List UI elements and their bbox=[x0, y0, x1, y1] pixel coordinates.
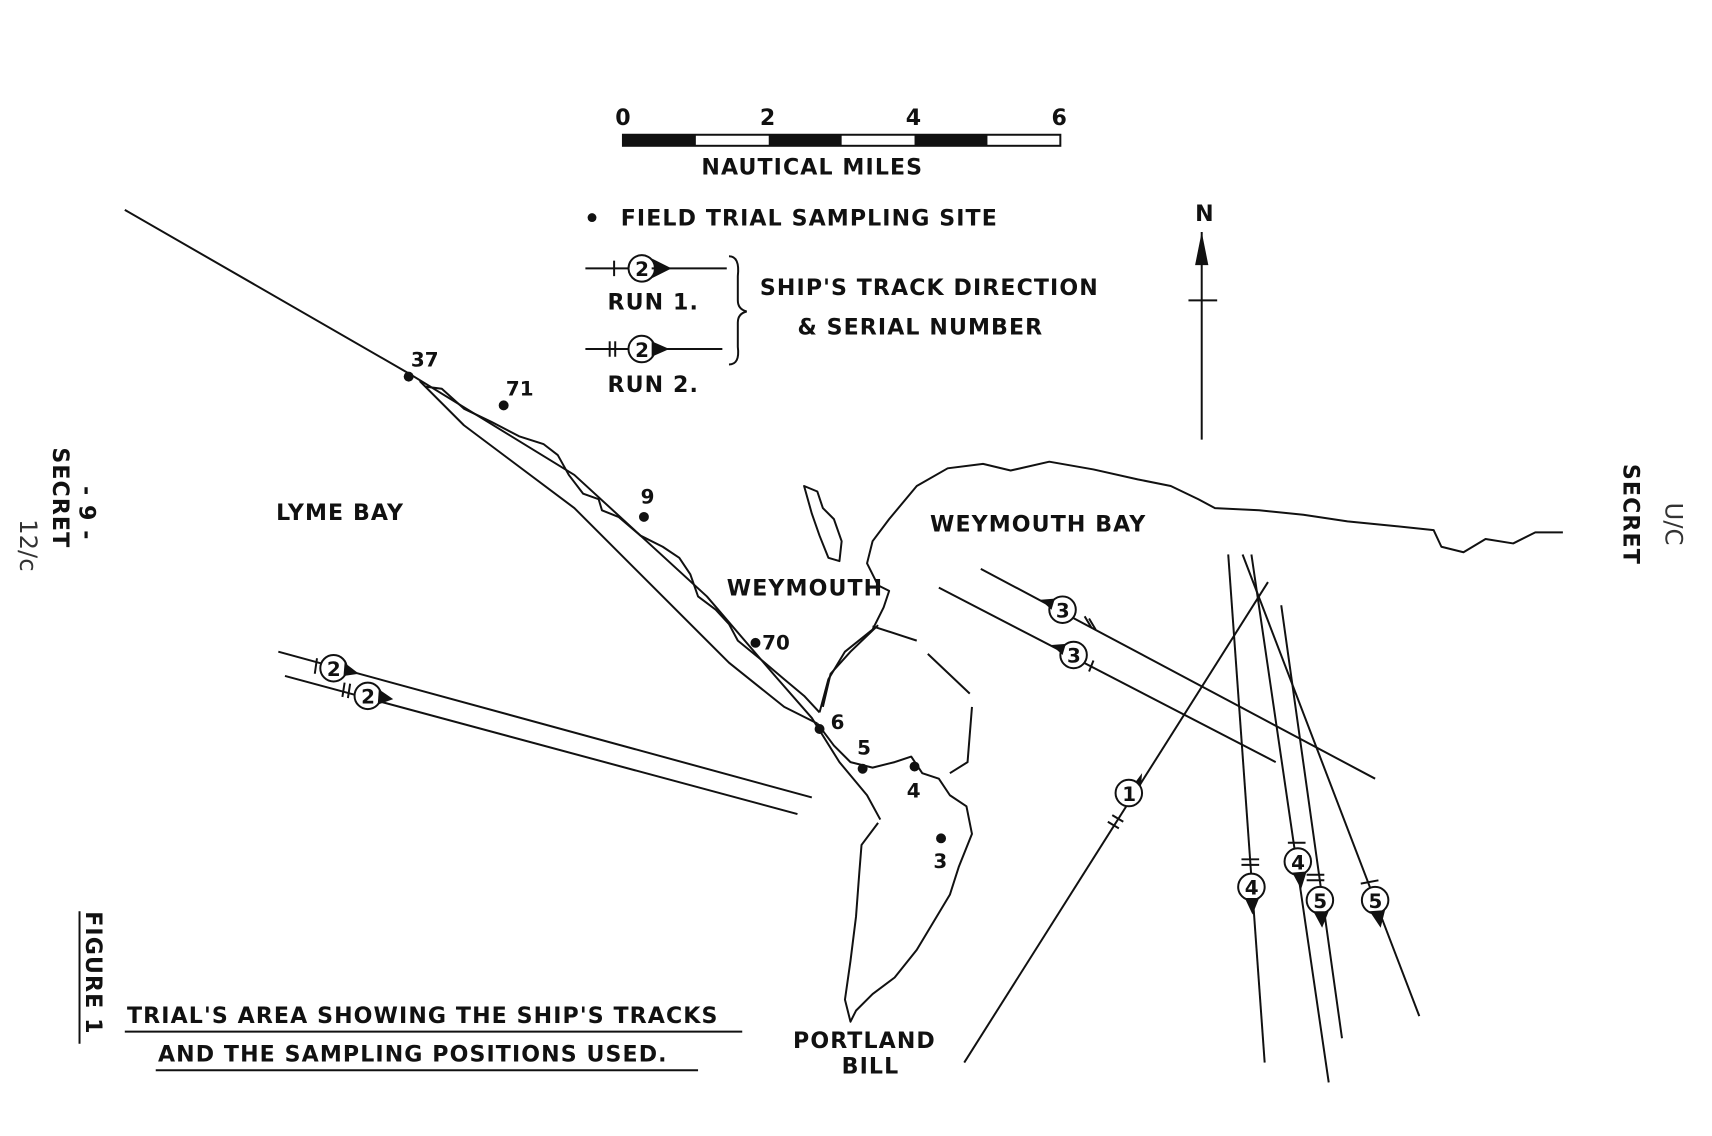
site-dot bbox=[498, 400, 509, 411]
track-markers: 1 2 2 3 3 4 4 5 5 bbox=[313, 595, 1390, 928]
site-dot bbox=[638, 511, 649, 522]
place-weymouth: WEYMOUTH bbox=[727, 575, 883, 601]
north-label: N bbox=[1195, 201, 1215, 227]
scale-tick-0: 0 bbox=[615, 105, 631, 131]
coastline bbox=[124, 208, 1563, 1023]
scale-tick-4: 4 bbox=[906, 105, 922, 131]
svg-text:4: 4 bbox=[1245, 877, 1259, 900]
legend-site-label: FIELD TRIAL SAMPLING SITE bbox=[621, 205, 998, 231]
site-dot bbox=[403, 371, 414, 382]
track-marker-run1: 5 bbox=[1360, 879, 1390, 928]
site-dot bbox=[936, 833, 947, 844]
page-number: - 9 - bbox=[74, 486, 100, 541]
svg-text:3: 3 bbox=[1067, 645, 1081, 668]
site-dot bbox=[857, 763, 868, 774]
handwritten-note-left: 12/c bbox=[14, 519, 43, 571]
site-label: 5 bbox=[857, 736, 871, 759]
site-dot bbox=[909, 761, 920, 772]
svg-text:5: 5 bbox=[1368, 890, 1382, 913]
svg-text:2: 2 bbox=[327, 658, 341, 681]
place-bill: BILL bbox=[842, 1054, 900, 1080]
svg-text:3: 3 bbox=[1056, 599, 1070, 622]
sampling-sites: 37 71 9 70 6 5 4 3 bbox=[403, 349, 947, 873]
figure-label: FIGURE 1 bbox=[80, 911, 106, 1034]
secret-marking-right: SECRET bbox=[1618, 464, 1644, 565]
legend: FIELD TRIAL SAMPLING SITE 2 RUN 1. 2 RUN… bbox=[585, 205, 1098, 398]
track-marker-run2: 4 bbox=[1237, 858, 1266, 915]
svg-text:2: 2 bbox=[361, 686, 375, 709]
site-label: 4 bbox=[907, 779, 921, 802]
caption-line-2: AND THE SAMPLING POSITIONS USED. bbox=[158, 1041, 668, 1067]
track-marker-run1: 2 bbox=[313, 653, 359, 683]
scale-bar: 0 2 4 6 NAUTICAL MILES bbox=[615, 105, 1067, 181]
site-dot-icon bbox=[587, 213, 597, 223]
scale-unit-label: NAUTICAL MILES bbox=[701, 155, 923, 181]
svg-text:5: 5 bbox=[1313, 890, 1327, 913]
legend-run2-label: RUN 2. bbox=[607, 372, 698, 398]
track-marker-run1: 4 bbox=[1283, 841, 1313, 890]
track-marker-run1: 3 bbox=[1040, 595, 1097, 631]
svg-text:1: 1 bbox=[1122, 783, 1136, 806]
track-marker-run2: 3 bbox=[1051, 640, 1095, 672]
north-arrow-icon: N bbox=[1188, 201, 1218, 440]
legend-track-label-1: SHIP'S TRACK DIRECTION bbox=[760, 275, 1099, 301]
legend-run1-label: RUN 1. bbox=[607, 289, 698, 315]
legend-brace-icon bbox=[728, 255, 747, 366]
handwritten-note-right: U/C bbox=[1660, 503, 1689, 546]
svg-text:2: 2 bbox=[635, 339, 649, 362]
secret-marking-left: SECRET bbox=[47, 447, 73, 548]
scale-tick-2: 2 bbox=[760, 105, 776, 131]
svg-text:2: 2 bbox=[635, 258, 649, 281]
site-label: 70 bbox=[762, 631, 790, 654]
legend-run1-marker-icon: 2 bbox=[585, 254, 727, 283]
site-dot bbox=[750, 637, 761, 648]
legend-track-label-2: & SERIAL NUMBER bbox=[797, 315, 1043, 341]
scale-tick-6: 6 bbox=[1051, 105, 1067, 131]
site-label: 37 bbox=[411, 349, 439, 372]
place-portland: PORTLAND bbox=[793, 1028, 936, 1054]
site-dot bbox=[814, 724, 825, 734]
site-label: 9 bbox=[641, 486, 655, 509]
place-weymouth-bay: WEYMOUTH BAY bbox=[930, 511, 1146, 537]
site-label: 3 bbox=[933, 850, 947, 873]
svg-text:4: 4 bbox=[1291, 851, 1305, 874]
site-label: 6 bbox=[831, 711, 845, 734]
site-label: 71 bbox=[506, 377, 534, 400]
legend-run2-marker-icon: 2 bbox=[585, 334, 723, 364]
track-marker-run2: 2 bbox=[341, 681, 394, 711]
place-lyme-bay: LYME BAY bbox=[276, 500, 404, 526]
track-marker-run1: 1 bbox=[1107, 773, 1144, 830]
caption-line-1: TRIAL'S AREA SHOWING THE SHIP'S TRACKS bbox=[127, 1003, 718, 1029]
track-marker-run2: 5 bbox=[1305, 873, 1335, 928]
